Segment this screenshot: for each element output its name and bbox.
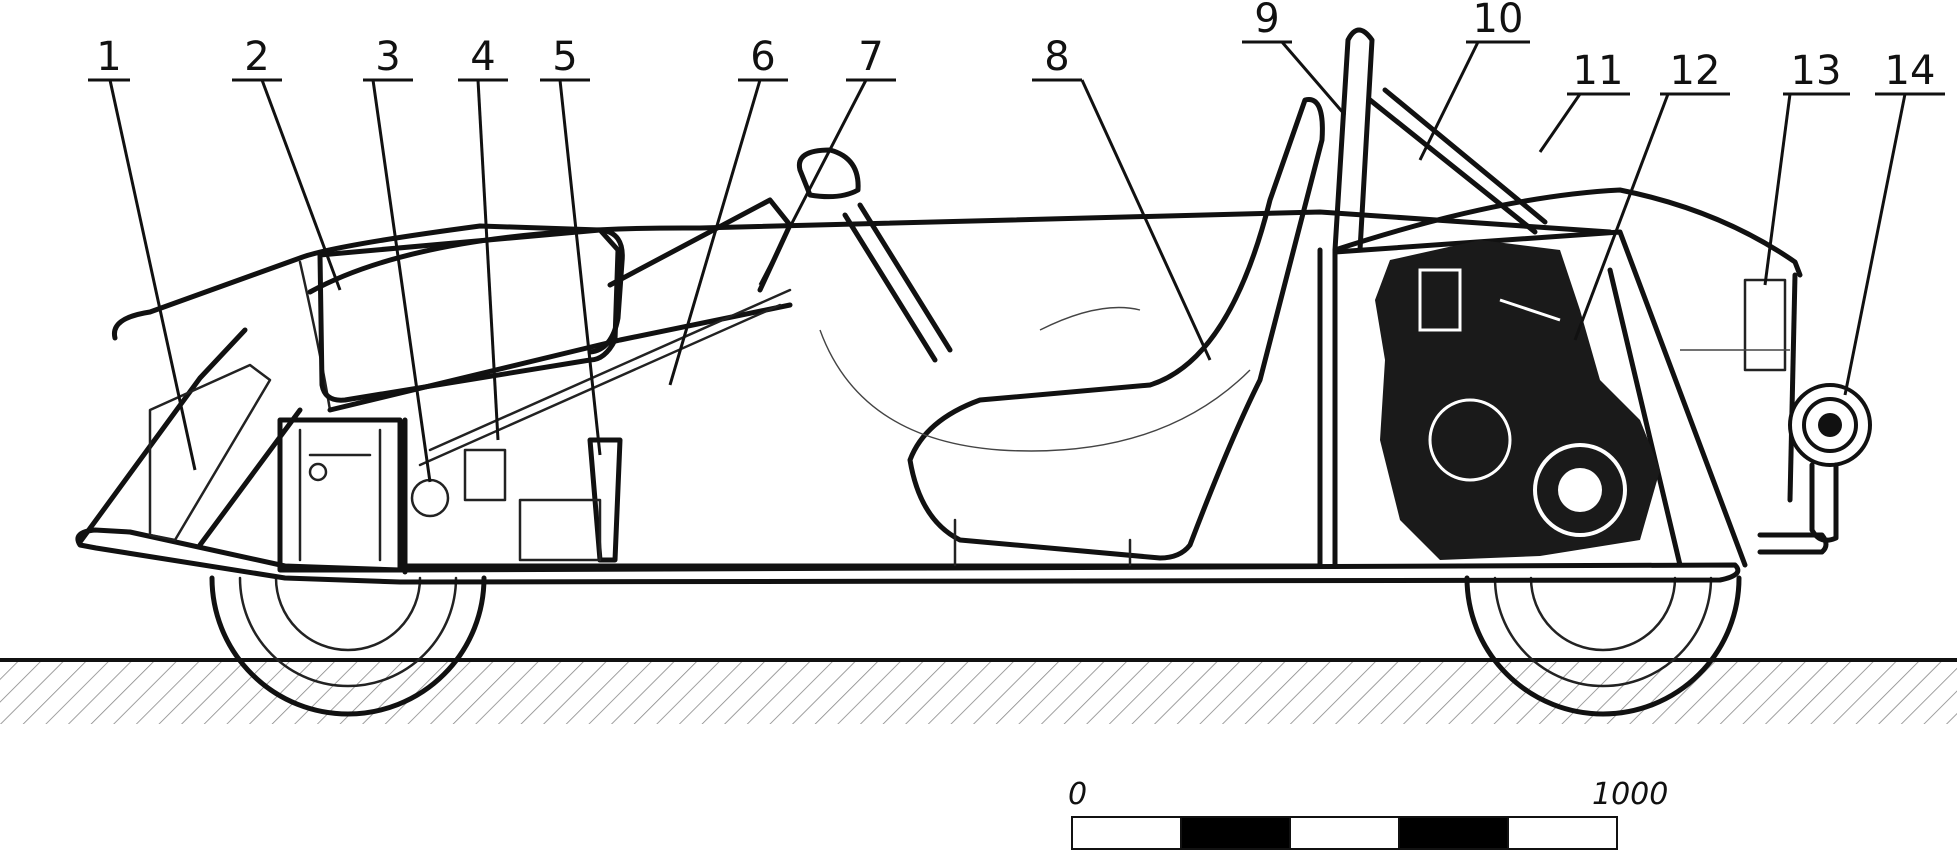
svg-text:2: 2 xyxy=(244,34,269,80)
callout-3: 3 xyxy=(363,34,432,483)
scale-segment xyxy=(1398,816,1509,850)
callout-8: 8 xyxy=(1032,34,1212,361)
callout-10: 10 xyxy=(1418,0,1530,161)
rear-spare-drum xyxy=(1788,383,1872,543)
svg-text:4: 4 xyxy=(470,34,495,80)
callout-9: 9 xyxy=(1242,0,1347,116)
svg-text:12: 12 xyxy=(1670,48,1721,94)
roll-bar xyxy=(1332,27,1375,253)
svg-text:6: 6 xyxy=(750,34,775,80)
svg-text:1: 1 xyxy=(96,34,121,80)
scale-segment xyxy=(1180,816,1291,850)
svg-text:14: 14 xyxy=(1885,48,1936,94)
svg-text:11: 11 xyxy=(1573,48,1624,94)
callout-1: 1 xyxy=(88,34,197,471)
rear-panel-detail xyxy=(1680,278,1790,372)
callout-11: 11 xyxy=(1538,48,1630,153)
ground xyxy=(0,658,1957,724)
svg-text:9: 9 xyxy=(1254,0,1279,42)
callout-4: 4 xyxy=(458,34,508,441)
scale-segment xyxy=(1507,816,1618,850)
svg-text:7: 7 xyxy=(858,34,883,80)
scale-segment xyxy=(1071,816,1182,850)
callout-12: 12 xyxy=(1573,48,1730,341)
chassis-frame xyxy=(75,187,1829,585)
seat xyxy=(819,97,1325,567)
svg-text:13: 13 xyxy=(1791,48,1842,94)
scale-segment xyxy=(1289,816,1400,850)
engine xyxy=(1375,240,1660,560)
pedal-assembly xyxy=(277,417,623,573)
scale-segments xyxy=(1071,816,1618,850)
svg-text:10: 10 xyxy=(1473,0,1524,42)
callout-2: 2 xyxy=(232,34,342,291)
rear-wheel xyxy=(1464,575,1742,717)
scale-bar: 0 1000 xyxy=(1068,777,1668,850)
front-wheel xyxy=(209,575,487,717)
svg-text:8: 8 xyxy=(1044,34,1069,80)
rear-strut xyxy=(1367,87,1548,235)
windscreen-cowl xyxy=(111,197,793,413)
svg-text:3: 3 xyxy=(375,34,400,80)
callout-6: 6 xyxy=(668,34,788,386)
front-battery-panel xyxy=(148,363,272,542)
callouts: 1 2 3 4 5 6 7 xyxy=(88,0,1945,483)
callout-5: 5 xyxy=(540,34,602,456)
callout-13: 13 xyxy=(1763,48,1850,286)
svg-text:5: 5 xyxy=(552,34,577,80)
callout-14: 14 xyxy=(1843,48,1945,396)
callout-7: 7 xyxy=(758,34,896,286)
scale-start-label: 0 xyxy=(1068,777,1087,812)
steering-column xyxy=(418,147,953,467)
scale-end-label: 1000 xyxy=(1592,777,1668,812)
